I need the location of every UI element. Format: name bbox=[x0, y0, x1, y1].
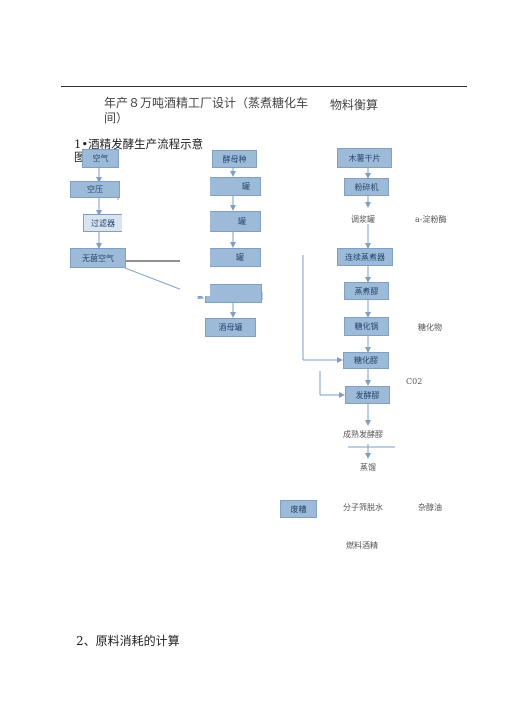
document-subtitle: 物料衡算 bbox=[330, 98, 379, 112]
label-fusel-oil: 杂醇油 bbox=[418, 503, 442, 512]
box-continuous-cooker: 连续蒸煮器 bbox=[337, 248, 393, 266]
document-title: 年产８万吨酒精工厂设计（蒸煮糖化车 间） bbox=[104, 96, 324, 126]
box-sterile-air: 无菌空气 bbox=[70, 248, 126, 268]
box-seed-tank-a: 罐 bbox=[205, 177, 261, 196]
box-crusher: 粉碎机 bbox=[344, 178, 389, 196]
label-mature-mash: 成熟发酵醪 bbox=[343, 430, 383, 439]
label-co2: C02 bbox=[406, 377, 423, 386]
label-alpha-amylase: a-淀粉酶 bbox=[415, 215, 447, 224]
section-1-heading-line-2: 图 bbox=[74, 150, 86, 164]
label-slurry-tank: 调浆罐 bbox=[351, 215, 375, 224]
section-2-heading: 2、原料消耗的计算 bbox=[76, 634, 180, 648]
box-cooked-mash: 蒸煮醪 bbox=[344, 282, 389, 300]
box-seed-tank-c: 罐 bbox=[205, 248, 261, 267]
filter-label: 过滤器 bbox=[91, 218, 115, 228]
header-rule bbox=[61, 86, 467, 87]
box-air: 空气 bbox=[82, 149, 119, 168]
box-fermentation-mash: 发酵醪 bbox=[345, 386, 390, 404]
box-filter: 过滤器 bbox=[83, 214, 123, 232]
label-fuel-ethanol: 燃料酒精 bbox=[346, 541, 378, 550]
section-1-heading-line-1: 1•酒精发酵生产流程示意 bbox=[74, 137, 204, 151]
box-spent-wash: 废糟 bbox=[280, 500, 317, 518]
label-molecular-sieve: 分子筛脱水 bbox=[343, 503, 383, 512]
box-seed-tank-b: 罐 bbox=[205, 211, 261, 232]
label-saccharifying-agent: 糖化物 bbox=[418, 323, 442, 332]
title-line-1: 年产８万吨酒精工厂设计（蒸煮糖化车 bbox=[104, 96, 309, 110]
box-yeast-tank: 酒母罐 bbox=[205, 318, 256, 337]
box-saccharification-pot: 糖化锅 bbox=[344, 317, 389, 336]
box-cassava-chips: 木薯干片 bbox=[337, 148, 392, 168]
title-line-2: 间） bbox=[104, 111, 129, 125]
section-1-heading: 1•酒精发酵生产流程示意 图 bbox=[74, 138, 244, 164]
label-distillation: 蒸馏 bbox=[360, 463, 376, 472]
overlay-mask-middle bbox=[180, 176, 210, 296]
box-compressor: 空压 bbox=[70, 181, 120, 198]
box-seed-tank-d bbox=[205, 284, 262, 303]
box-saccharified-mash: 糖化醪 bbox=[343, 352, 389, 369]
box-yeast-seed: 酵母种 bbox=[212, 150, 257, 168]
sterile-air-label: 无菌空气 bbox=[82, 253, 114, 263]
